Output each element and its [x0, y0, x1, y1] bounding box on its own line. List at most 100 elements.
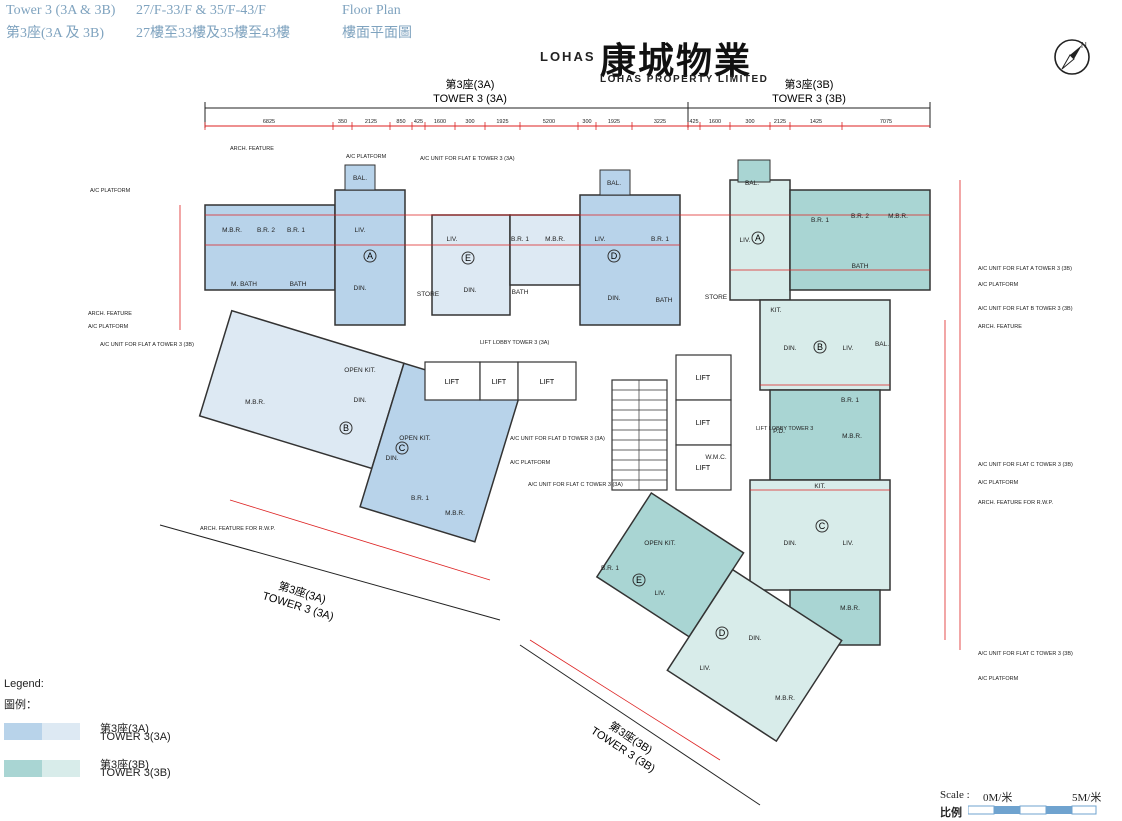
top-dimension-11: 3225	[654, 119, 666, 125]
room-din-b3b: DIN.	[784, 345, 797, 352]
legend-3a-en: TOWER 3(3A)	[100, 731, 171, 743]
room-mbath-a3a: M. BATH	[231, 281, 257, 288]
top-dimension-16: 1425	[810, 119, 822, 125]
top-dimension-13: 1600	[709, 119, 721, 125]
lift-label-5: LIFT	[696, 420, 711, 427]
tower-3a-top-en: TOWER 3 (3A)	[433, 93, 507, 105]
room-liv-d3a: LIV.	[595, 236, 606, 243]
note-ac-platform-7: A/C PLATFORM	[510, 460, 551, 466]
lift-label-1: LIFT	[445, 379, 460, 386]
room-mbr-e3a: M.B.R.	[545, 236, 565, 243]
note-ac-unit-c-3b: A/C UNIT FOR FLAT C TOWER 3 (3B)	[978, 462, 1073, 468]
room-mbr-a3a: M.B.R.	[222, 227, 242, 234]
room-liv-e3a: LIV.	[447, 236, 458, 243]
note-ac-unit-d-3a: A/C UNIT FOR FLAT D TOWER 3 (3A)	[510, 436, 605, 442]
legend-swatch-3a-dark	[4, 723, 42, 740]
room-br1-e3a: B.R. 1	[511, 236, 529, 243]
room-openkit-b3a: OPEN KIT.	[344, 367, 376, 374]
room-din-a3a: DIN.	[354, 285, 367, 292]
header-plan-en: Floor Plan	[342, 3, 401, 18]
room-din-d3a: DIN.	[608, 295, 621, 302]
note-arch-feature-1: ARCH. FEATURE	[88, 311, 132, 317]
svg-text:N: N	[1081, 41, 1087, 50]
room-br1-a3b: B.R. 1	[811, 217, 829, 224]
legend-swatch-3a-light	[42, 723, 80, 740]
room-br1-c3a: B.R. 1	[411, 495, 429, 502]
legend-3a-cn: 第3座(3A)	[100, 723, 149, 735]
room-din-d3b: DIN.	[749, 635, 762, 642]
flat-e-3b: E	[636, 575, 642, 585]
top-dimension-17: 7075	[880, 119, 892, 125]
header-tower-cn: 第3座(3A 及 3B)	[6, 26, 104, 41]
room-din-c3b: DIN.	[784, 540, 797, 547]
note-ac-unit-c-3a: A/C UNIT FOR FLAT C TOWER 3 (3A)	[528, 482, 623, 488]
room-labels: M.B.R. B.R. 2 B.R. 1 LIV. DIN. M. BATH B…	[222, 175, 908, 702]
top-dimension-9: 300	[582, 119, 591, 125]
room-din-b3a: DIN.	[354, 397, 367, 404]
room-pd-b3b: P.D.	[773, 428, 785, 435]
tower-3b-top-cn: 第3座(3B)	[785, 77, 834, 91]
room-liv-a3b: LIV.	[740, 237, 751, 244]
developer-logo: LOHAS 康城物業 LOHAS PROPERTY LIMITED	[540, 30, 780, 90]
legend-swatch-3b-light	[42, 760, 80, 777]
room-din-c3a: DIN.	[386, 455, 399, 462]
note-ac-platform-6: A/C PLATFORM	[978, 676, 1019, 682]
note-ac-platform-4: A/C PLATFORM	[978, 282, 1019, 288]
legend-3b-cn: 第3座(3B)	[100, 759, 149, 771]
room-bath-a3a: BATH	[290, 281, 307, 288]
room-liv-e3b: LIV.	[655, 590, 666, 597]
flat-d-3b: D	[719, 628, 726, 638]
note-ac-unit-b-3b: A/C UNIT FOR FLAT B TOWER 3 (3B)	[978, 306, 1073, 312]
room-br1-b3b: B.R. 1	[841, 397, 859, 404]
lift-label-6: LIFT	[696, 465, 711, 472]
room-bal-a3b: BAL.	[745, 180, 759, 187]
building-core: LIFT LIFT LIFT LIFT LIFT LIFT	[424, 354, 732, 491]
tower-3a-lower-wing	[198, 309, 520, 543]
room-mbr-c3a: M.B.R.	[445, 510, 465, 517]
header-tower-en: Tower 3 (3A & 3B)	[6, 3, 116, 18]
top-dimension-2: 2125	[365, 119, 377, 125]
note-ac-unit-e-3a: A/C UNIT FOR FLAT E TOWER 3 (3A)	[420, 156, 515, 162]
room-liv-a3a: LIV.	[355, 227, 366, 234]
scale-end: 5M/米	[1072, 792, 1102, 804]
top-dimension-8: 5200	[543, 119, 555, 125]
room-br2-a3b: B.R. 2	[851, 213, 869, 220]
top-dimension-12: 425	[689, 119, 698, 125]
scale-label-en: Scale :	[940, 789, 970, 801]
top-dimension-7: 1925	[496, 119, 508, 125]
top-dimension-1: 350	[338, 119, 347, 125]
top-dimension-3: 850	[396, 119, 405, 125]
tower-3b-right-wing	[729, 159, 931, 646]
room-bal-b3b: BAL.	[875, 341, 889, 348]
note-lift-lobby-3b: LIFT LOBBY TOWER 3	[756, 426, 813, 432]
north-arrow-icon: N	[1054, 39, 1090, 75]
tower-3a-top-cn: 第3座(3A)	[446, 77, 495, 91]
note-arch-feature-2: ARCH. FEATURE	[230, 146, 274, 152]
legend-3b-en: TOWER 3(3B)	[100, 767, 171, 779]
top-dimension-4: 425	[414, 119, 423, 125]
note-ac-platform-5: A/C PLATFORM	[978, 480, 1019, 486]
tower-3a-bottom-label: 第3座(3A) TOWER 3 (3A)	[261, 579, 335, 624]
note-ac-unit-left: A/C UNIT FOR FLAT A TOWER 3 (3B)	[100, 342, 194, 348]
logo-mark: LOHAS	[540, 49, 596, 64]
room-bath-a3b: BATH	[852, 263, 869, 270]
note-ac-unit-c-3b-2: A/C UNIT FOR FLAT C TOWER 3 (3B)	[978, 651, 1073, 657]
scale-start: 0M/米	[983, 792, 1013, 804]
flat-markers: A E D B C A B C D E	[339, 231, 829, 640]
room-bath-d3a: BATH	[656, 297, 673, 304]
room-kit-a3b: KIT.	[770, 307, 781, 314]
legend-title-en: Legend:	[4, 678, 44, 690]
scale-bar	[968, 805, 1097, 815]
flat-b-3b: B	[817, 342, 823, 352]
note-ac-unit-a-3b: A/C UNIT FOR FLAT A TOWER 3 (3B)	[978, 266, 1072, 272]
note-arch-feature-rwp-1: ARCH. FEATURE FOR R.W.P.	[978, 500, 1053, 506]
room-mbr-d3b: M.B.R.	[775, 695, 795, 702]
room-store-e3a: STORE	[417, 291, 440, 298]
lift-label-2: LIFT	[492, 379, 507, 386]
room-br2-a3a: B.R. 2	[257, 227, 275, 234]
tower-3b-top-en: TOWER 3 (3B)	[772, 93, 846, 105]
logo-english-name: LOHAS PROPERTY LIMITED	[600, 74, 769, 85]
room-br1-a3a: B.R. 1	[287, 227, 305, 234]
header-floors-cn: 27樓至33樓及35樓至43樓	[136, 26, 290, 41]
